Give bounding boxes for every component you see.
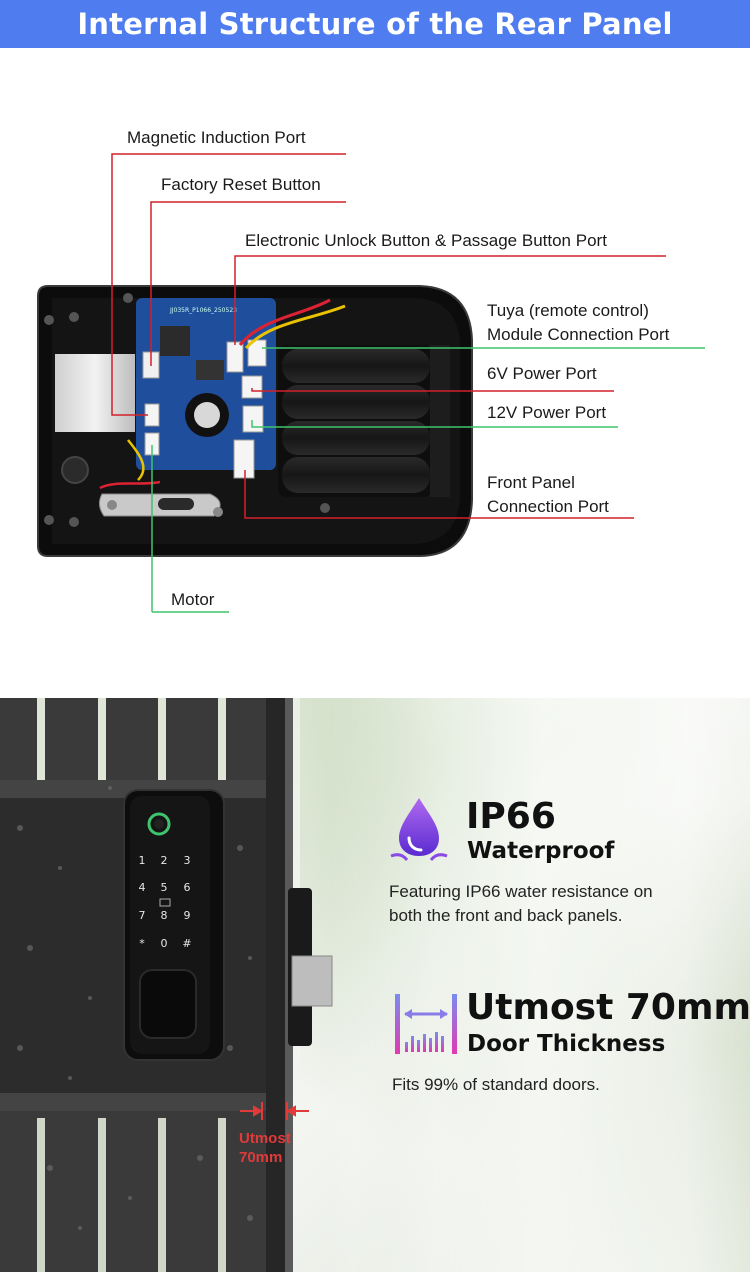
latch-plate: [55, 354, 135, 432]
ip66-subtitle: Waterproof: [467, 838, 615, 864]
key-hash: #: [182, 937, 191, 950]
measure-label-line2: 70mm: [239, 1149, 283, 1166]
thickness-subtitle: Door Thickness: [467, 1031, 666, 1057]
label-tuya-line1: Tuya (remote control): [487, 301, 649, 320]
label-electronic-unlock-port: Electronic Unlock Button & Passage Butto…: [245, 231, 607, 250]
measure-icon: [240, 1102, 309, 1120]
label-6v-power-port: 6V Power Port: [487, 364, 597, 383]
leader-lines: [111, 153, 666, 519]
label-tuya-line2: Module Connection Port: [487, 325, 670, 344]
rear-panel-illustration: JJ035R_P1066_250523: [37, 153, 705, 613]
width-measure-icon: [395, 994, 457, 1054]
key-0: 0: [161, 937, 168, 950]
svg-text:JJ035R_P1066_250523: JJ035R_P1066_250523: [169, 307, 237, 314]
page-title: Internal Structure of the Rear Panel: [77, 7, 673, 41]
water-drop-icon: [390, 798, 448, 861]
key-5: 5: [161, 881, 168, 894]
label-magnetic-induction-port: Magnetic Induction Port: [127, 128, 306, 147]
key-4: 4: [139, 881, 146, 894]
ip66-title: IP66: [466, 796, 556, 837]
label-front-panel-line2: Connection Port: [487, 497, 609, 516]
key-2: 2: [161, 854, 168, 867]
key-star: *: [139, 937, 145, 950]
key-8: 8: [161, 909, 168, 922]
ip66-desc-line1: Featuring IP66 water resistance on: [389, 882, 653, 901]
thickness-title: Utmost 70mm: [466, 987, 750, 1028]
label-12v-power-port: 12V Power Port: [487, 403, 607, 422]
door-illustration: 1 2 3 4 5 6 7 8 9 * 0 #: [0, 698, 333, 1272]
label-front-panel-line1: Front Panel: [487, 473, 575, 492]
lock-handle: [139, 969, 197, 1039]
thickness-desc: Fits 99% of standard doors.: [392, 1075, 600, 1094]
features-section: 1 2 3 4 5 6 7 8 9 * 0 # Utmost 70mm: [0, 698, 750, 1272]
ip66-desc-line2: both the front and back panels.: [389, 906, 623, 925]
key-7: 7: [139, 909, 146, 922]
keypad: 1 2 3 4 5 6 7 8 9 * 0 #: [139, 854, 192, 950]
key-3: 3: [184, 854, 191, 867]
rear-panel-diagram: JJ035R_P1066_250523: [0, 48, 750, 698]
label-factory-reset-button: Factory Reset Button: [161, 175, 321, 194]
key-1: 1: [139, 854, 146, 867]
key-9: 9: [184, 909, 191, 922]
measure-label-line1: Utmost: [239, 1130, 291, 1147]
label-motor: Motor: [171, 590, 215, 609]
page-header: Internal Structure of the Rear Panel: [0, 0, 750, 48]
key-6: 6: [184, 881, 191, 894]
